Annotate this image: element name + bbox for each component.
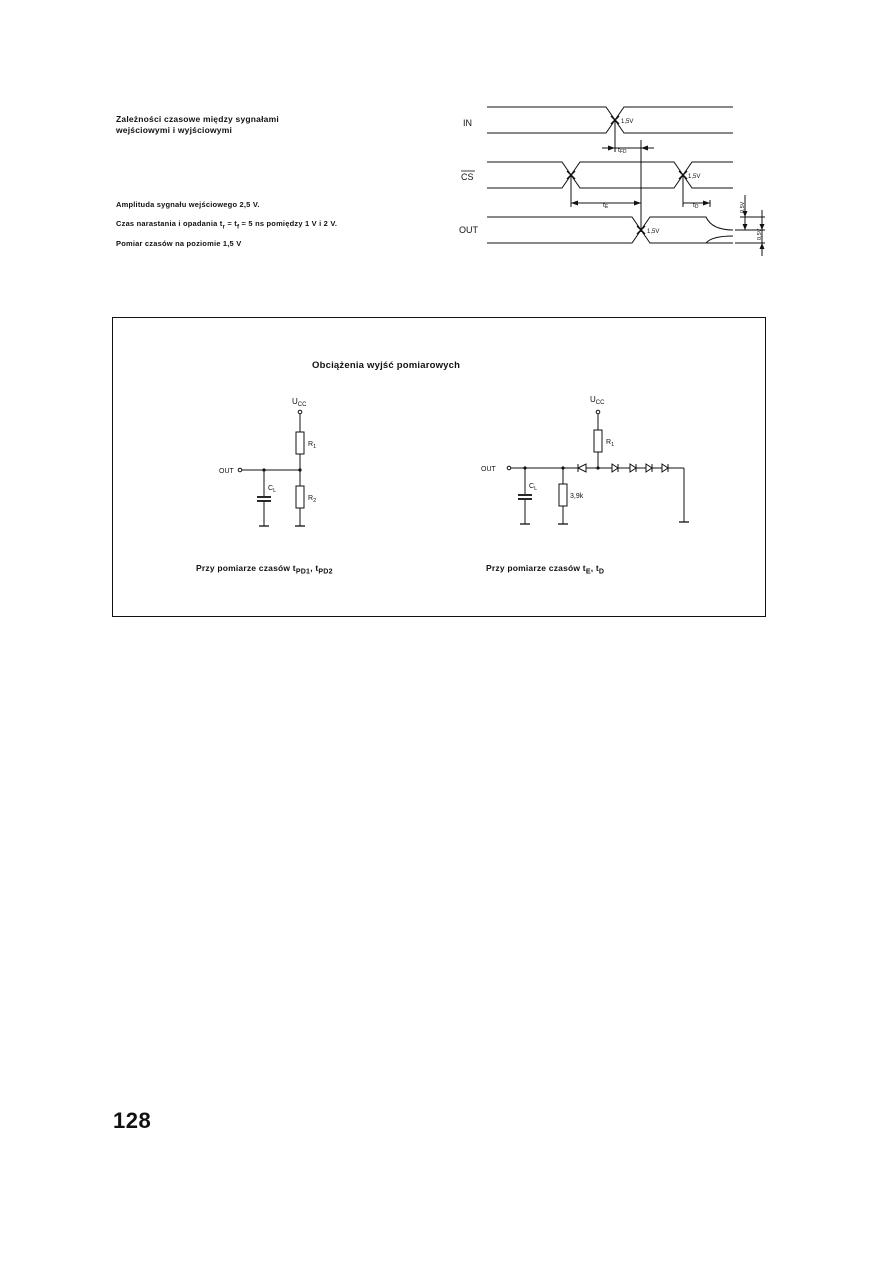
- diode-1: [576, 463, 587, 473]
- right-cl-label: CL: [529, 483, 537, 492]
- timing-title-line2: wejściowymi i wyjściowymi: [116, 125, 233, 135]
- signal-in-label: IN: [463, 118, 472, 128]
- cond-rise-sub: r: [222, 223, 226, 231]
- right-r1-label: R1: [606, 439, 614, 448]
- left-r2: [295, 485, 305, 509]
- caption-right-mid: , t: [590, 563, 599, 573]
- cond-rise-end: = 5 ns pomiędzy 1 V i 2 V.: [239, 219, 338, 228]
- cs-waveform-a: [487, 161, 733, 189]
- condition-rise-fall: Czas narastania i opadania tr = tf = 5 n…: [116, 219, 337, 231]
- left-r2-label: R2: [308, 495, 316, 504]
- cond-rise-mid: = t: [225, 219, 237, 228]
- caption-right: Przy pomiarze czasów tE, tD: [486, 563, 604, 576]
- te-label: tE: [603, 202, 609, 210]
- right-3k9-label: 3,9k: [570, 493, 584, 500]
- caption-right-sub2: D: [598, 567, 605, 576]
- right-ucc-label: UCC: [590, 395, 605, 406]
- timing-title: Zależności czasowe między sygnałami wejś…: [116, 114, 279, 136]
- loads-title: Obciążenia wyjść pomiarowych: [312, 360, 461, 371]
- caption-left-mid: , t: [310, 563, 319, 573]
- out-waveform-c: [705, 235, 734, 244]
- caption-left-text: Przy pomiarze czasów t: [196, 563, 296, 573]
- page-number: 128: [113, 1108, 152, 1133]
- caption-left-sub1: PD1: [295, 567, 311, 576]
- level-label-cs: 1,5V: [688, 174, 700, 180]
- right-out-label: OUT: [481, 466, 497, 473]
- caption-right-text: Przy pomiarze czasów t: [486, 563, 586, 573]
- tfd-label: tFD: [618, 147, 627, 155]
- cs-waveform-b: [487, 161, 733, 189]
- in-waveform-low: [487, 106, 733, 134]
- caption-left-sub2: PD2: [318, 567, 333, 576]
- td-label: tD: [693, 202, 699, 210]
- out-waveform-b: [487, 216, 734, 244]
- signal-cs-label: CS: [461, 172, 474, 182]
- left-out-label: OUT: [219, 468, 235, 475]
- v-top-label: 0,5V: [740, 201, 746, 213]
- timing-diagram: IN CS OUT 1,5V 1,5V 1,5V tFD tE tD 0,5V …: [459, 106, 765, 256]
- in-waveform-high: [487, 106, 733, 134]
- v-bottom-label: 0,5V: [757, 228, 763, 240]
- left-cl-label: CL: [268, 485, 276, 494]
- left-r1: [295, 431, 305, 455]
- level-label-out: 1,5V: [647, 229, 659, 235]
- cond-fall-sub: f: [236, 223, 240, 231]
- condition-measure-level: Pomiar czasów na poziomie 1,5 V: [116, 239, 242, 248]
- left-ucc-label: UCC: [292, 397, 307, 408]
- loads-frame: [112, 317, 766, 617]
- signal-out-label: OUT: [459, 225, 479, 235]
- caption-left: Przy pomiarze czasów tPD1, tPD2: [196, 563, 333, 576]
- level-label-in: 1,5V: [621, 119, 633, 125]
- cond-rise-text: Czas narastania i opadania t: [116, 219, 223, 228]
- condition-amplitude: Amplituda sygnału wejściowego 2,5 V.: [116, 200, 260, 209]
- timing-title-line1: Zależności czasowe między sygnałami: [116, 114, 279, 124]
- out-waveform-a: [487, 216, 733, 244]
- left-r1-label: R1: [308, 441, 316, 450]
- load-circuits: UCC R1 R2 CL OUT UCC R1 CL 3,9k OUT: [219, 395, 689, 527]
- caption-right-sub1: E: [585, 567, 591, 576]
